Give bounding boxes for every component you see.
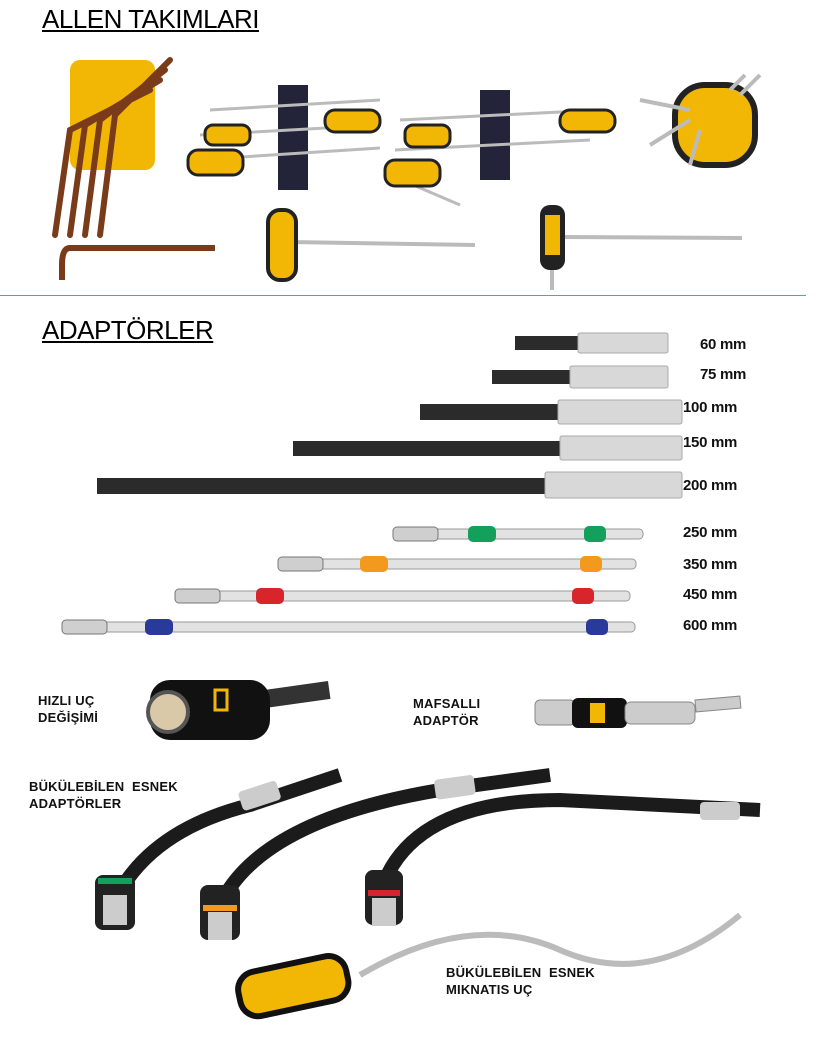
flexible-adapter-green	[95, 768, 343, 930]
label-line: MAFSALLI	[413, 696, 481, 711]
t-handle-hex-key-2	[540, 205, 743, 290]
extension-bar-group	[61, 526, 644, 635]
label-line: ADAPTÖR	[413, 713, 479, 728]
allen-key-set-l-type	[52, 57, 215, 280]
label-joint-adapter: MAFSALLI ADAPTÖR	[413, 695, 480, 729]
bit-holder-group	[97, 332, 683, 499]
length-label-200: 200 mm	[683, 477, 738, 494]
section-title-adapters: ADAPTÖRLER	[42, 315, 214, 345]
length-label-600: 600 mm	[683, 617, 738, 634]
allen-key-single	[59, 245, 215, 280]
length-label-150: 150 mm	[683, 434, 738, 451]
label-line: BÜKÜLEBİLEN ESNEK	[446, 965, 595, 980]
label-line: DEĞİŞİMİ	[38, 710, 99, 725]
flexible-adapter-orange	[200, 768, 551, 940]
label-flex-magnet: BÜKÜLEBİLEN ESNEK MIKNATIS UÇ	[446, 964, 595, 998]
length-label-100: 100 mm	[683, 399, 738, 416]
label-line: ADAPTÖRLER	[29, 796, 122, 811]
flexible-adapter-red	[365, 792, 761, 926]
folding-hex-key-set	[639, 73, 762, 168]
label-line: HIZLI UÇ	[38, 693, 95, 708]
t-handle-hex-key-1	[266, 208, 476, 282]
t-handle-set-1	[186, 85, 382, 190]
section-title-allen: ALLEN TAKIMLARI	[42, 4, 259, 34]
label-line: BÜKÜLEBİLEN ESNEK	[29, 779, 178, 794]
length-label-250: 250 mm	[683, 524, 738, 541]
universal-joint-adapter	[534, 695, 742, 728]
length-label-60: 60 mm	[700, 336, 747, 353]
flexible-magnetic-pickup	[235, 912, 742, 1020]
section-divider	[0, 295, 806, 296]
label-line: MIKNATIS UÇ	[446, 982, 533, 997]
length-label-350: 350 mm	[683, 556, 738, 573]
label-flex-adapters: BÜKÜLEBİLEN ESNEK ADAPTÖRLER	[29, 778, 178, 812]
label-quick-change: HIZLI UÇ DEĞİŞİMİ	[38, 692, 98, 726]
length-label-450: 450 mm	[683, 586, 738, 603]
quick-change-holder	[146, 680, 331, 740]
length-label-75: 75 mm	[700, 366, 747, 383]
t-handle-set-2	[383, 90, 617, 207]
